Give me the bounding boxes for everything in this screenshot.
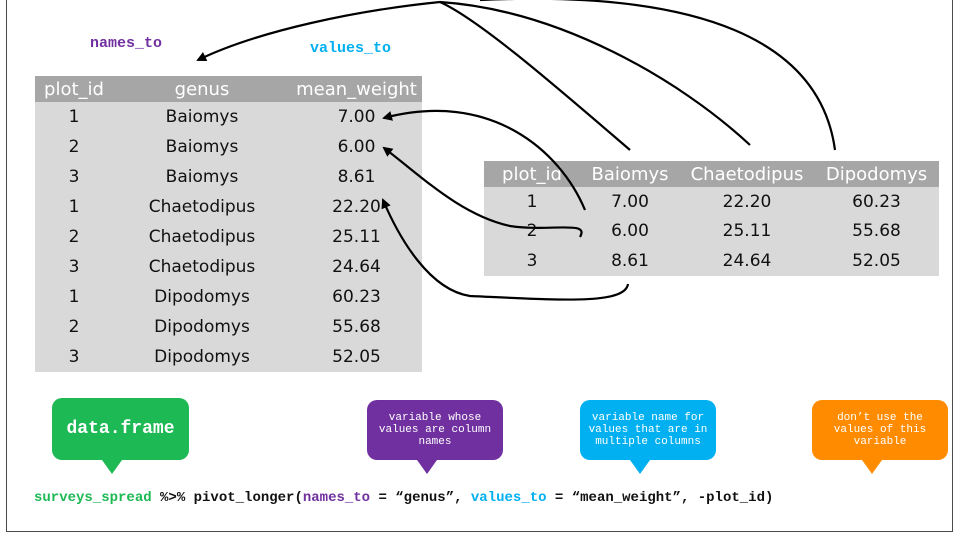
cell-dipodomys: 52.05 xyxy=(852,250,901,271)
wide-table-header: plot_id Baiomys Chaetodipus Dipodomys xyxy=(484,161,939,187)
bubble-tail xyxy=(630,460,650,474)
cell-genus: Chaetodipus xyxy=(148,227,256,247)
bubble-tail xyxy=(862,460,882,474)
values-to-label: values_to xyxy=(310,40,392,57)
cell-plot-id: 2 xyxy=(526,221,538,242)
arrow-value-6-00 xyxy=(382,146,583,238)
cell-genus: Dipodomys xyxy=(154,347,250,367)
cell-mean-weight: 6.00 xyxy=(337,137,376,157)
cell-plot-id: 1 xyxy=(68,197,80,217)
cell-plot-id: 3 xyxy=(526,250,538,271)
header-mean-weight: mean_weight xyxy=(291,76,422,102)
cell-genus: Chaetodipus xyxy=(148,257,256,277)
plot-note-bubble: don’t use the values of this variable xyxy=(812,400,948,474)
code-data-frame-name: surveys_spread xyxy=(34,490,152,506)
cell-genus: Chaetodipus xyxy=(148,197,256,217)
cell-plot-id: 1 xyxy=(68,287,80,307)
arrow-chaetodipus-header-source xyxy=(439,0,751,146)
table-row: 3 Dipodomys 52.05 xyxy=(35,342,422,372)
pivot-longer-code: surveys_spread %>% pivot_longer(names_to… xyxy=(34,490,773,506)
table-row: 2 Baiomys 6.00 xyxy=(35,132,422,162)
arrow-value-8-61 xyxy=(381,198,630,301)
long-table-header: plot_id genus mean_weight xyxy=(35,76,422,102)
cell-genus: Baiomys xyxy=(165,107,239,127)
cell-mean-weight: 7.00 xyxy=(337,107,376,127)
bubble-tail xyxy=(102,460,122,474)
cell-mean-weight: 60.23 xyxy=(332,287,381,307)
cell-plot-id: 3 xyxy=(68,167,80,187)
code-names-to: names_to xyxy=(302,490,371,506)
header-baiomys: Baiomys xyxy=(580,161,680,187)
table-row: 2 Chaetodipus 25.11 xyxy=(35,222,422,252)
cell-mean-weight: 24.64 xyxy=(332,257,381,277)
table-row: 3 8.61 24.64 52.05 xyxy=(484,246,939,276)
bubble-tail xyxy=(417,460,437,474)
table-row: 1 Baiomys 7.00 xyxy=(35,102,422,132)
values-note-text: variable name for values that are in mul… xyxy=(588,412,708,448)
names-note-bubble: variable whose values are column names xyxy=(367,400,503,474)
cell-chaetodipus: 22.20 xyxy=(722,191,772,212)
names-note-text: variable whose values are column names xyxy=(378,412,492,448)
table-row: 1 Chaetodipus 22.20 xyxy=(35,192,422,222)
cell-mean-weight: 52.05 xyxy=(332,347,381,367)
code-prefix: surveys_spread %>% pivot_longer( xyxy=(34,490,303,506)
values-note-bubble: variable name for values that are in mul… xyxy=(580,400,716,474)
cell-mean-weight: 8.61 xyxy=(337,167,376,187)
cell-plot-id: 1 xyxy=(68,107,80,127)
table-row: 2 6.00 25.11 55.68 xyxy=(484,217,939,247)
cell-mean-weight: 55.68 xyxy=(332,317,381,337)
diagram-frame xyxy=(6,0,953,532)
names-to-label: names_to xyxy=(90,35,163,52)
cell-chaetodipus: 25.11 xyxy=(722,221,772,242)
arrow-value-7-00 xyxy=(382,109,587,211)
cell-plot-id: 3 xyxy=(68,257,80,277)
cell-baiomys: 6.00 xyxy=(611,221,649,242)
code-genus-arg: = “genus”, xyxy=(370,490,471,506)
cell-plot-id: 3 xyxy=(68,347,80,367)
wide-table: plot_id Baiomys Chaetodipus Dipodomys 1 7… xyxy=(484,161,939,276)
cell-plot-id: 2 xyxy=(68,317,80,337)
cell-genus: Dipodomys xyxy=(154,287,250,307)
table-row: 1 7.00 22.20 60.23 xyxy=(484,187,939,217)
plot-note-text: don’t use the values of this variable xyxy=(833,412,927,448)
code-operator-call: %>% pivot_longer( xyxy=(151,490,303,506)
table-row: 3 Chaetodipus 24.64 xyxy=(35,252,422,282)
arrow-dipodomys-header-source xyxy=(480,0,837,151)
arrow-baiomys-header-source xyxy=(439,0,631,151)
cell-plot-id: 1 xyxy=(526,191,538,212)
cell-mean-weight: 25.11 xyxy=(332,227,381,247)
header-genus: genus xyxy=(113,76,291,102)
cell-genus: Baiomys xyxy=(165,167,239,187)
cell-chaetodipus: 24.64 xyxy=(722,250,772,271)
cell-dipodomys: 55.68 xyxy=(852,221,901,242)
cell-baiomys: 8.61 xyxy=(611,250,649,271)
cell-plot-id: 2 xyxy=(68,137,80,157)
header-plot-id: plot_id xyxy=(35,76,113,102)
cell-plot-id: 2 xyxy=(68,227,80,247)
header-dipodomys: Dipodomys xyxy=(814,161,939,187)
code-values-to: values_to xyxy=(470,490,547,506)
cell-mean-weight: 22.20 xyxy=(332,197,381,217)
arrow-headers-to-genus xyxy=(196,0,441,62)
header-chaetodipus: Chaetodipus xyxy=(680,161,814,187)
cell-baiomys: 7.00 xyxy=(611,191,649,212)
table-row: 1 Dipodomys 60.23 xyxy=(35,282,422,312)
cell-genus: Dipodomys xyxy=(154,317,250,337)
code-mean-weight-arg: = “mean_weight”, -plot_id) xyxy=(546,490,774,506)
table-row: 3 Baiomys 8.61 xyxy=(35,162,422,192)
table-row: 2 Dipodomys 55.68 xyxy=(35,312,422,342)
data-frame-bubble: data.frame xyxy=(52,398,189,474)
cell-dipodomys: 60.23 xyxy=(852,191,901,212)
data-frame-label: data.frame xyxy=(66,419,175,439)
cell-genus: Baiomys xyxy=(165,137,239,157)
